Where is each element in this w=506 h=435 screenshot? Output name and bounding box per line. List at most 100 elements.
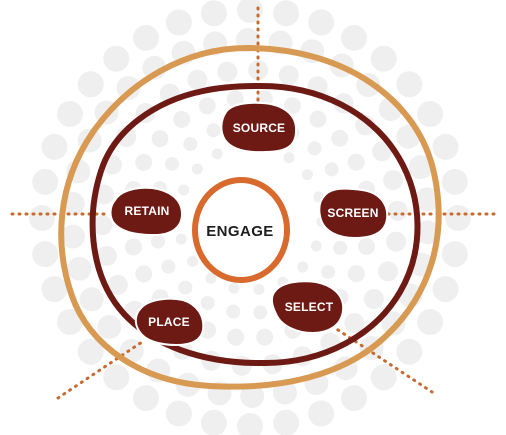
background-dot: [417, 309, 444, 335]
background-dot: [173, 110, 191, 128]
background-dot: [283, 97, 301, 115]
background-dot: [237, 0, 263, 23]
background-dot: [205, 272, 217, 284]
background-dot: [103, 364, 130, 391]
background-dot: [29, 205, 55, 231]
background-dot: [347, 153, 365, 171]
background-dot: [151, 130, 169, 148]
background-dot: [308, 400, 335, 427]
node-source-shape: [220, 101, 298, 154]
background-dot: [164, 156, 179, 171]
background-dot: [67, 256, 92, 281]
node-place[interactable]: PLACE: [134, 297, 205, 347]
background-dot: [135, 265, 153, 283]
background-dot: [97, 315, 122, 339]
background-dot: [372, 141, 393, 162]
background-dot: [200, 409, 227, 435]
node-source[interactable]: SOURCE: [220, 101, 298, 154]
background-dot: [370, 364, 397, 391]
background-dot: [32, 241, 59, 268]
background-dot: [308, 9, 335, 36]
background-dot: [324, 162, 339, 177]
background-dot: [441, 168, 468, 195]
background-dot: [383, 170, 404, 191]
node-place-label: PLACE: [148, 315, 190, 329]
background-dot: [253, 305, 268, 320]
outer-ring: [58, 44, 442, 390]
center-ring: [192, 177, 290, 283]
background-dot: [200, 296, 215, 310]
background-dot: [445, 205, 471, 231]
background-dot: [378, 261, 398, 282]
background-dot: [56, 101, 83, 127]
node-select-label: SELECT: [285, 300, 334, 314]
background-dot: [344, 313, 365, 333]
background-dot: [321, 265, 336, 280]
node-retain[interactable]: RETAIN: [109, 186, 184, 237]
background-dot: [133, 24, 159, 51]
background-dot: [227, 328, 245, 346]
background-dot: [240, 384, 265, 408]
background-dot: [32, 168, 59, 195]
background-dot: [56, 309, 83, 335]
background-dot: [79, 287, 104, 312]
background-dot: [187, 255, 199, 267]
background-dot: [341, 24, 367, 51]
background-dot: [165, 9, 192, 36]
background-dot: [61, 224, 85, 249]
background-dot: [198, 97, 216, 115]
background-dot: [283, 152, 295, 164]
background-dot: [331, 129, 349, 147]
background-dot: [183, 137, 198, 152]
background-dot: [256, 328, 274, 346]
background-dot: [273, 409, 300, 435]
background-dot: [178, 280, 193, 295]
ring-group: ENGAGE: [58, 44, 442, 390]
background-dot: [226, 90, 244, 108]
background-dot: [253, 284, 265, 295]
node-retain-label: RETAIN: [125, 204, 170, 218]
background-dot: [226, 304, 241, 319]
background-dot: [415, 187, 439, 212]
background-dot: [92, 215, 113, 236]
process-nodes: SOURCE SCREEN SELECT PLACE RETAIN: [109, 101, 389, 347]
background-dot: [272, 380, 297, 405]
node-screen-label: SCREEN: [327, 206, 378, 220]
background-dot: [151, 234, 165, 249]
background-dot: [417, 101, 444, 127]
background-dot: [125, 238, 142, 256]
background-dot: [297, 261, 309, 273]
background-dot: [77, 71, 104, 98]
background-dot: [278, 65, 299, 86]
background-dot: [333, 240, 348, 255]
background-dot: [273, 0, 300, 27]
background-dot: [200, 0, 227, 27]
background-dot: [228, 282, 240, 294]
background-dot: [165, 400, 192, 427]
background-dot: [432, 133, 459, 160]
background-dot: [116, 76, 141, 100]
background-dot: [135, 153, 153, 171]
background-dot: [396, 338, 423, 365]
background-dot: [307, 141, 322, 156]
background-dot: [386, 231, 407, 252]
node-select[interactable]: SELECT: [270, 280, 345, 335]
background-dot: [432, 276, 459, 303]
background-dot: [191, 163, 203, 175]
background-dot: [187, 69, 208, 90]
node-source-label: SOURCE: [233, 121, 286, 135]
background-dot: [77, 338, 104, 365]
background-dot: [178, 184, 190, 196]
center-label: ENGAGE: [206, 223, 273, 240]
background-dot: [103, 45, 130, 72]
background-dot: [408, 155, 433, 180]
background-dot: [217, 61, 238, 82]
background-dot: [358, 238, 376, 255]
inner-ring: [89, 82, 421, 367]
background-dot: [161, 259, 176, 274]
node-screen[interactable]: SCREEN: [318, 187, 389, 240]
background-dot: [119, 339, 144, 363]
background-dot: [341, 385, 367, 412]
background-dot-pattern: [29, 0, 471, 435]
